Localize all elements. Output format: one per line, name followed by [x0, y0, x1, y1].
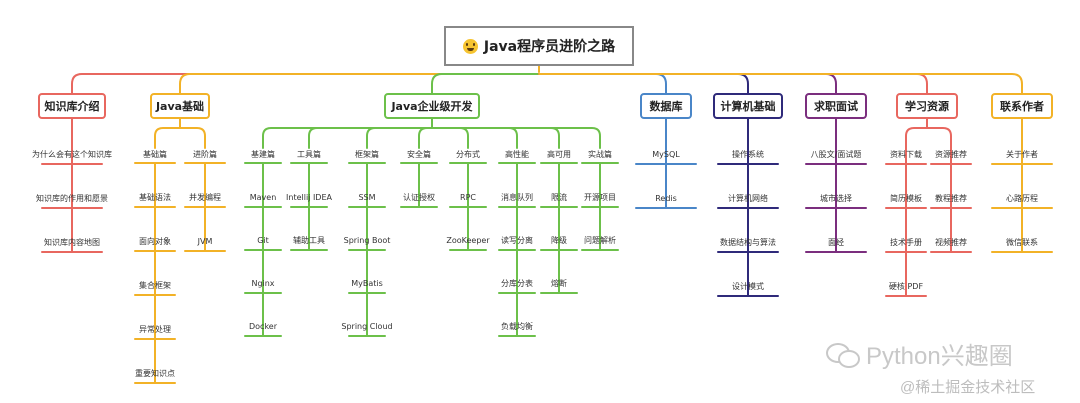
node-item: 负载均衡	[501, 322, 533, 331]
bus-6	[538, 73, 928, 94]
group-label: 基建篇	[251, 150, 275, 159]
bus-5	[538, 73, 837, 94]
node-item: 心路历程	[1006, 194, 1038, 203]
node-item: JVM	[197, 237, 213, 246]
category-7: 联系作者	[991, 93, 1053, 119]
category-2: Java企业级开发	[384, 93, 480, 119]
node-item: 视频推荐	[935, 238, 967, 247]
category-4: 计算机基础	[713, 93, 783, 119]
node-item: 设计模式	[732, 282, 764, 291]
node-item: 异常处理	[139, 325, 171, 334]
node-item: 开源项目	[584, 193, 616, 202]
category-3: 数据库	[640, 93, 692, 119]
category-0: 知识库介绍	[38, 93, 106, 119]
node-item: Docker	[248, 322, 278, 331]
watermark-secondary: @稀土掘金技术社区	[900, 379, 1036, 396]
node-item: MyBatis	[351, 279, 383, 288]
group-label: 高性能	[505, 150, 529, 159]
node-item: 读写分离	[501, 236, 533, 245]
node-item: 城市选择	[820, 194, 852, 203]
node-item: 认证授权	[403, 193, 435, 202]
bus-3	[538, 73, 667, 94]
group-label: 安全篇	[407, 150, 431, 159]
branch-2-7	[431, 127, 601, 149]
node-item: 集合框架	[139, 281, 171, 290]
branch-2-1	[308, 127, 433, 149]
node-item: 技术手册	[890, 238, 922, 247]
node-item: Spring Cloud	[341, 322, 393, 331]
node-item: 面经	[828, 238, 844, 247]
node-item: 分库分表	[501, 279, 533, 288]
node-item: RPC	[460, 193, 476, 202]
node-item: Spring Boot	[343, 236, 391, 245]
bus-1	[179, 73, 540, 94]
branch-2-4	[431, 127, 469, 149]
group-label: 进阶篇	[193, 150, 217, 159]
node-item: 面向对象	[139, 237, 171, 246]
group-label: 高可用	[547, 150, 571, 159]
node-item: Nginx	[251, 279, 275, 288]
node-item: 限流	[551, 193, 567, 202]
node-item: 八股文/面试题	[810, 150, 862, 159]
node-item: 操作系统	[732, 150, 764, 159]
node-item: 知识库内容地图	[44, 238, 100, 247]
bus-7	[538, 73, 1023, 94]
branch-2-2	[366, 127, 433, 149]
node-item: 计算机网络	[728, 194, 768, 203]
bus-4	[538, 73, 749, 94]
node-item: Intellij IDEA	[286, 193, 332, 202]
node-item: 熔断	[551, 279, 567, 288]
branch-2-5	[431, 127, 518, 149]
watermark-primary-text: Python兴趣圈	[866, 343, 1013, 370]
branch-1-0	[154, 127, 181, 149]
category-1: Java基础	[150, 93, 210, 119]
node-item: 问题解析	[584, 236, 616, 245]
watermark-primary: Python兴趣圈	[826, 336, 1013, 371]
group-label: 基础篇	[143, 150, 167, 159]
node-item: 并发编程	[189, 193, 221, 202]
node-item: Redis	[655, 194, 677, 203]
branch-2-3	[418, 127, 433, 149]
node-item: 降级	[551, 236, 567, 245]
node-item: 教程推荐	[935, 194, 967, 203]
node-item: 数据结构与算法	[720, 238, 776, 247]
node-item: 基础语法	[139, 193, 171, 202]
root-title: Java程序员进阶之路	[483, 39, 616, 55]
group-label: 实战篇	[588, 150, 612, 159]
node-item: 关于作者	[1006, 150, 1038, 159]
node-item: ZooKeeper	[446, 236, 490, 245]
group-label: 分布式	[456, 150, 480, 159]
node-item: 资料下载	[890, 150, 922, 159]
category-6: 学习资源	[896, 93, 958, 119]
node-item: MySQL	[652, 150, 680, 159]
bus-2	[431, 73, 540, 94]
node-item: SSM	[358, 193, 376, 202]
node-item: Maven	[249, 193, 277, 202]
wechat-icon	[826, 341, 860, 368]
branch-6-0	[905, 127, 928, 149]
node-item: Git	[257, 236, 269, 245]
node-item: 微信联系	[1006, 238, 1038, 247]
node-item: 为什么会有这个知识库	[32, 150, 112, 159]
branch-6-1	[926, 127, 952, 149]
node-item: 资源推荐	[935, 150, 967, 159]
smile-emoji-icon	[462, 38, 478, 54]
branch-2-6	[431, 127, 560, 149]
node-item: 消息队列	[501, 193, 533, 202]
node-item: 知识库的作用和愿景	[36, 194, 108, 203]
group-label: 工具篇	[297, 150, 321, 159]
node-item: 简历模板	[890, 194, 922, 203]
node-item: 硬核 PDF	[888, 282, 924, 291]
root-node: Java程序员进阶之路	[444, 26, 634, 66]
node-item: 重要知识点	[135, 369, 175, 378]
category-5: 求职面试	[805, 93, 867, 119]
group-label: 框架篇	[355, 150, 379, 159]
node-item: 辅助工具	[293, 236, 325, 245]
branch-1-1	[179, 127, 206, 149]
bus-0	[71, 73, 540, 94]
branch-2-0	[262, 127, 433, 149]
